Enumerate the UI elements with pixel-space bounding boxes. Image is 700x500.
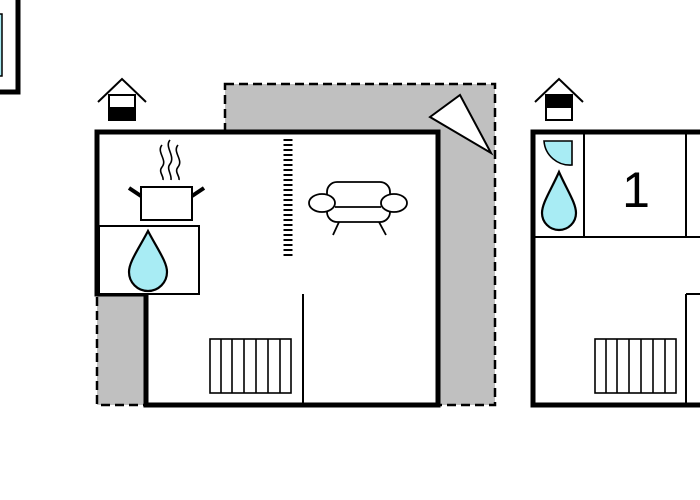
- cooking-pot-icon: [127, 139, 206, 221]
- sofa-icon: [308, 181, 408, 236]
- legend-frame: [0, 0, 21, 95]
- shower-icon: [543, 140, 573, 166]
- compass-arrow-icon: [428, 93, 494, 156]
- porch-area: [95, 292, 148, 407]
- water-drop-icon: [127, 228, 169, 293]
- floor-indicator-icon: [97, 77, 147, 121]
- radiator-icon: [209, 338, 292, 394]
- radiator-icon: [594, 338, 677, 394]
- water-drop-icon: [540, 169, 578, 232]
- room-label-bedroom-1: 1: [622, 162, 650, 218]
- floor-indicator-icon: [534, 77, 584, 121]
